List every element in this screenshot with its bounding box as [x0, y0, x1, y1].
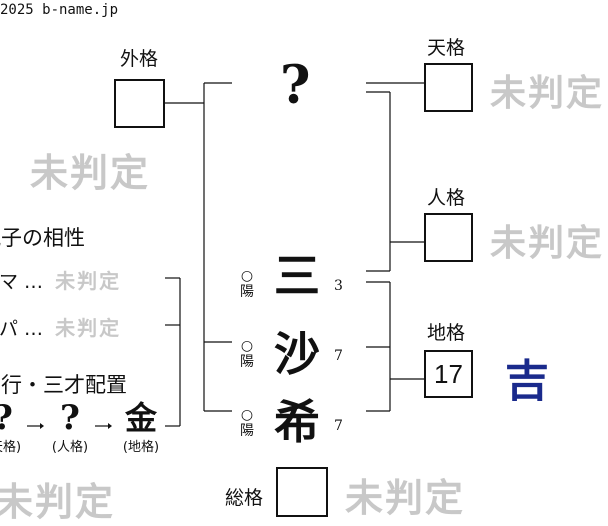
gogyo-value-1: ? — [0, 400, 28, 436]
yinyang-circle: ○ — [240, 338, 254, 354]
compat-title: 親子の相性 — [0, 226, 85, 250]
yinyang-1: ○ 陽 — [237, 268, 257, 300]
soukaku-label: 総格 — [225, 487, 264, 509]
yinyang-2: ○ 陽 — [237, 338, 257, 370]
surname-placeholder: ? — [280, 55, 311, 116]
soukaku-box — [276, 467, 328, 517]
gaikaku-box — [114, 79, 165, 128]
chikaku-label: 地格 — [427, 322, 466, 344]
gogyo-sub-3: (地格) — [122, 440, 160, 455]
connector-lines — [27, 82, 424, 429]
compat-row-papa: パパ … 未判定 — [0, 312, 121, 341]
copyright-text: 2025 b-name.jp — [0, 2, 119, 18]
soukaku-result: 未判定 — [345, 475, 466, 520]
tenkaku-result: 未判定 — [490, 72, 605, 114]
jinkaku-box — [424, 213, 473, 262]
gogyo-value-3: 金 — [124, 399, 157, 437]
chikaku-result: 吉 — [505, 356, 549, 407]
gogyo-value-2: ? — [60, 398, 80, 438]
given-char-1: 三 — [274, 249, 320, 303]
yinyang-3: ○ 陽 — [237, 407, 257, 439]
given-char-2: 沙 — [274, 327, 320, 381]
gogyo-item-2: ? (人格) — [44, 400, 96, 455]
chikaku-box: 17 — [424, 350, 473, 398]
compat-mama-label: ママ … — [0, 271, 44, 293]
chikaku-value: 17 — [434, 358, 463, 389]
given-strokes-2: 7 — [334, 348, 343, 364]
yinyang-circle: ○ — [240, 407, 254, 423]
gogyo-sub-2: (人格) — [51, 440, 89, 455]
given-char-3: 希 — [274, 395, 320, 449]
given-strokes-1: 3 — [334, 278, 343, 294]
gogyo-sub-1: (天格) — [0, 440, 22, 455]
compat-row-mama: ママ … 未判定 — [0, 265, 121, 294]
yinyang-label: 陽 — [240, 354, 254, 370]
given-strokes-3: 7 — [334, 418, 343, 434]
gogyo-result: 未判定 — [0, 479, 116, 524]
compat-papa-result: 未判定 — [55, 316, 122, 340]
gaikaku-label: 外格 — [120, 48, 159, 70]
yinyang-label: 陽 — [240, 284, 254, 300]
jinkaku-result: 未判定 — [490, 222, 605, 264]
gaikaku-result: 未判定 — [30, 150, 151, 195]
jinkaku-label: 人格 — [427, 187, 466, 209]
tenkaku-box — [424, 63, 473, 112]
yinyang-circle: ○ — [240, 268, 254, 284]
gogyo-title: 五行・三才配置 — [0, 373, 127, 397]
tenkaku-label: 天格 — [427, 37, 466, 59]
gogyo-item-3: 金 (地格) — [114, 400, 168, 455]
gogyo-item-1: ? (天格) — [0, 400, 28, 455]
compat-papa-label: パパ … — [0, 318, 44, 340]
yinyang-label: 陽 — [240, 423, 254, 439]
compat-mama-result: 未判定 — [55, 269, 122, 293]
